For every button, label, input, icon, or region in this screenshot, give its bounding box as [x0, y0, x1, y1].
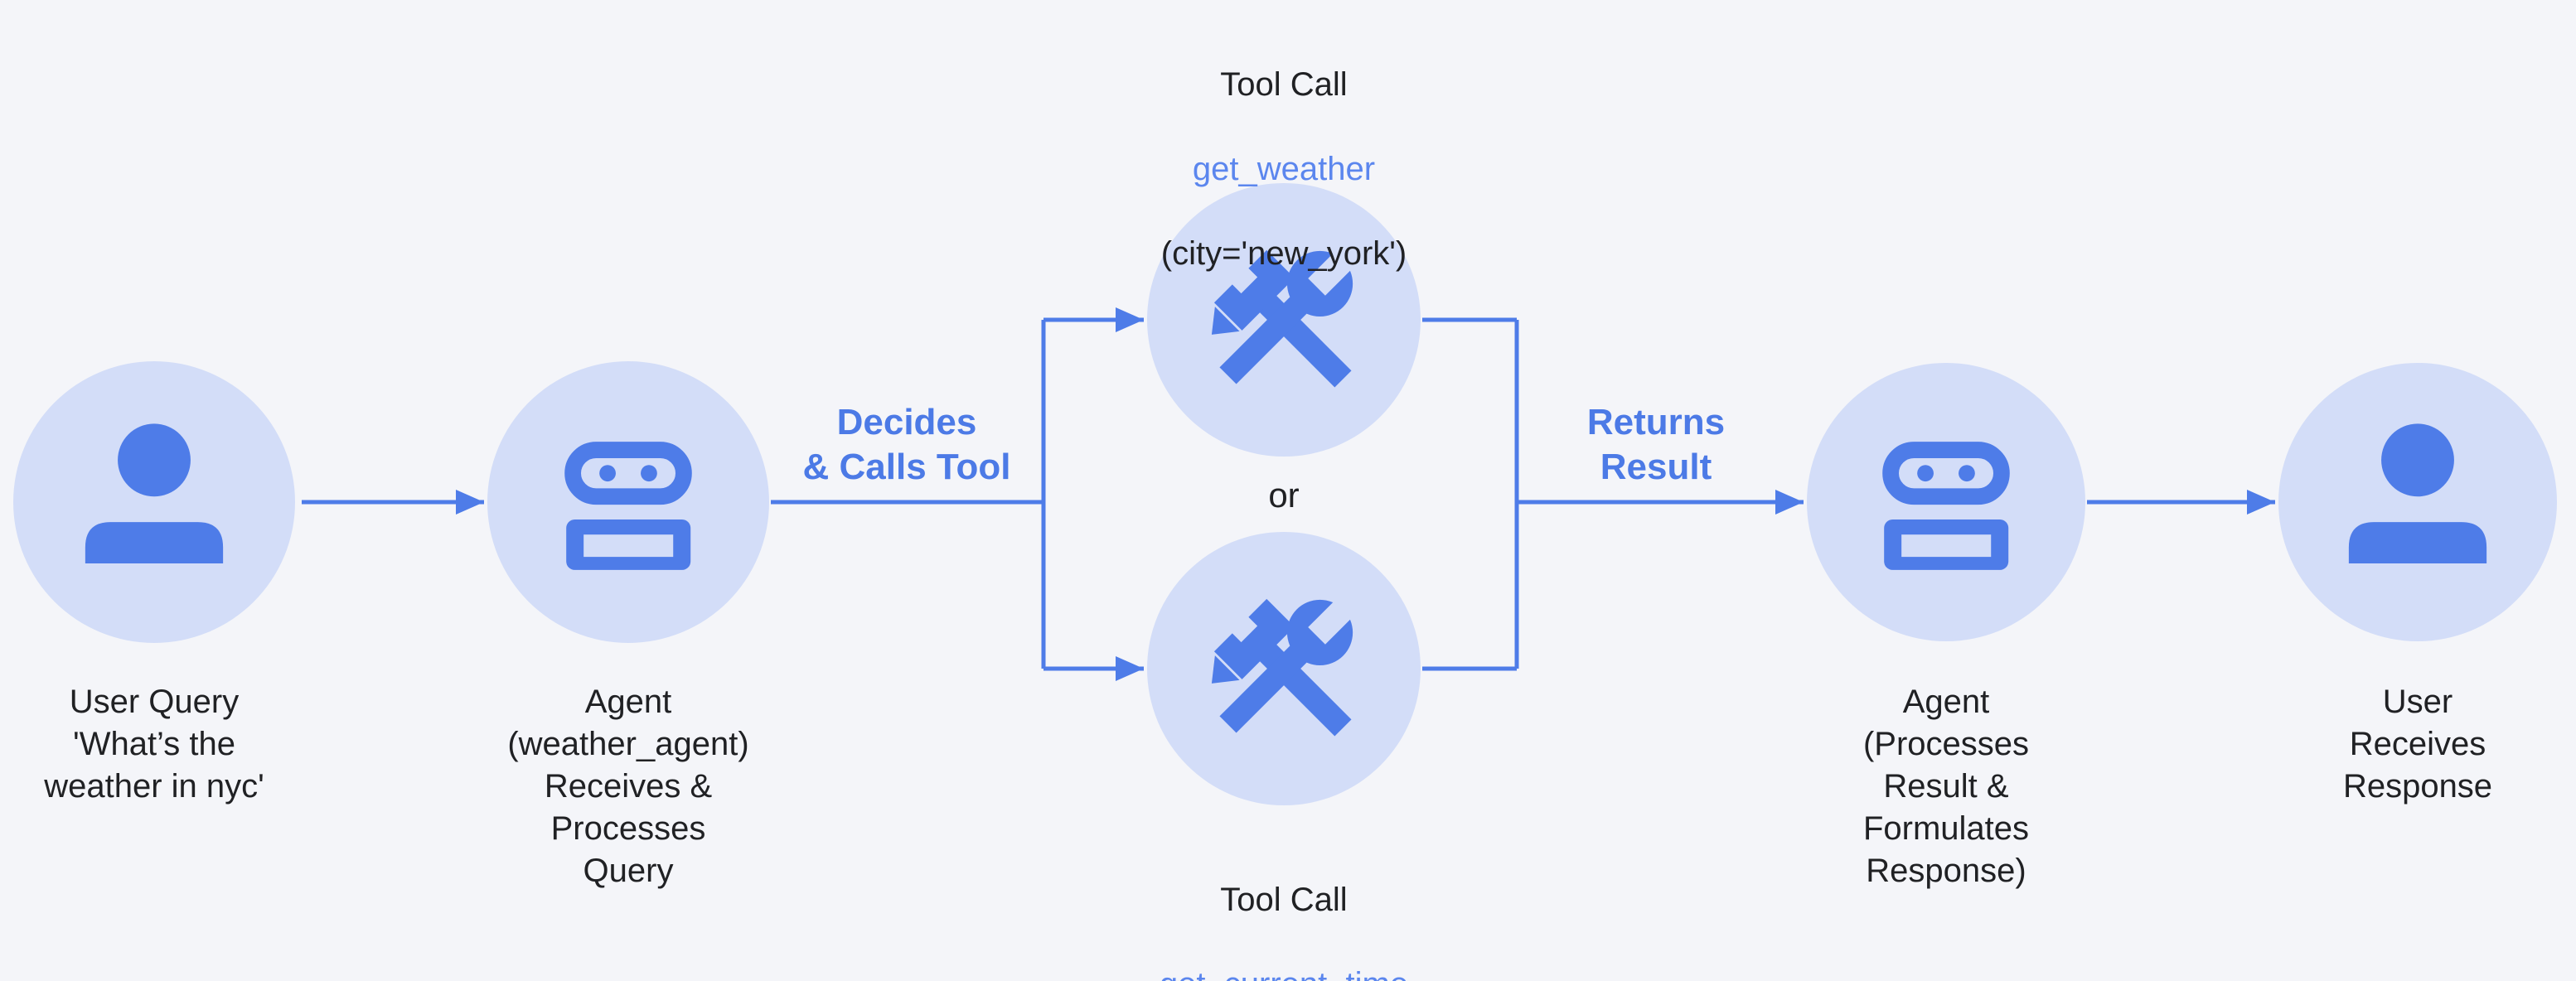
edge-label-decides-calls-tool: Decides & Calls Tool	[802, 402, 1011, 487]
tool-call-title: Tool Call	[1220, 882, 1348, 918]
node-user-right	[2278, 363, 2557, 641]
label-or: or	[1268, 476, 1300, 515]
label-user-receives: User Receives Response	[2342, 684, 2493, 805]
edge-label-returns-result: Returns Result	[1586, 402, 1726, 487]
person-icon	[85, 423, 224, 564]
label-agent-right: Agent (Processes Result & Formulates Res…	[1862, 684, 2030, 889]
label-tool-call-bottom: Tool Call get_current_time	[1160, 837, 1408, 981]
node-agent-right	[1807, 363, 2085, 641]
label-agent-left: Agent (weather_agent) Receives & Process…	[507, 684, 749, 889]
node-agent-left	[487, 361, 769, 643]
tool-call-args: (city='new_york')	[1160, 235, 1407, 272]
person-icon	[2348, 423, 2487, 564]
tool-call-function-name: get_current_time	[1160, 964, 1408, 981]
tool-call-title: Tool Call	[1220, 66, 1348, 103]
tool-call-function-name: get_weather	[1192, 151, 1376, 187]
node-tool-bottom	[1147, 532, 1421, 805]
tools-icon	[1211, 241, 1363, 388]
robot-icon	[564, 442, 692, 570]
label-tool-call-top: Tool Call get_weather (city='new_york')	[1161, 22, 1407, 317]
label-user-query: User Query 'What’s the weather in nyc'	[44, 684, 264, 805]
robot-icon	[1882, 442, 2010, 570]
node-user-left	[13, 361, 295, 643]
node-tool-top	[1147, 183, 1421, 457]
tools-icon	[1211, 590, 1363, 737]
